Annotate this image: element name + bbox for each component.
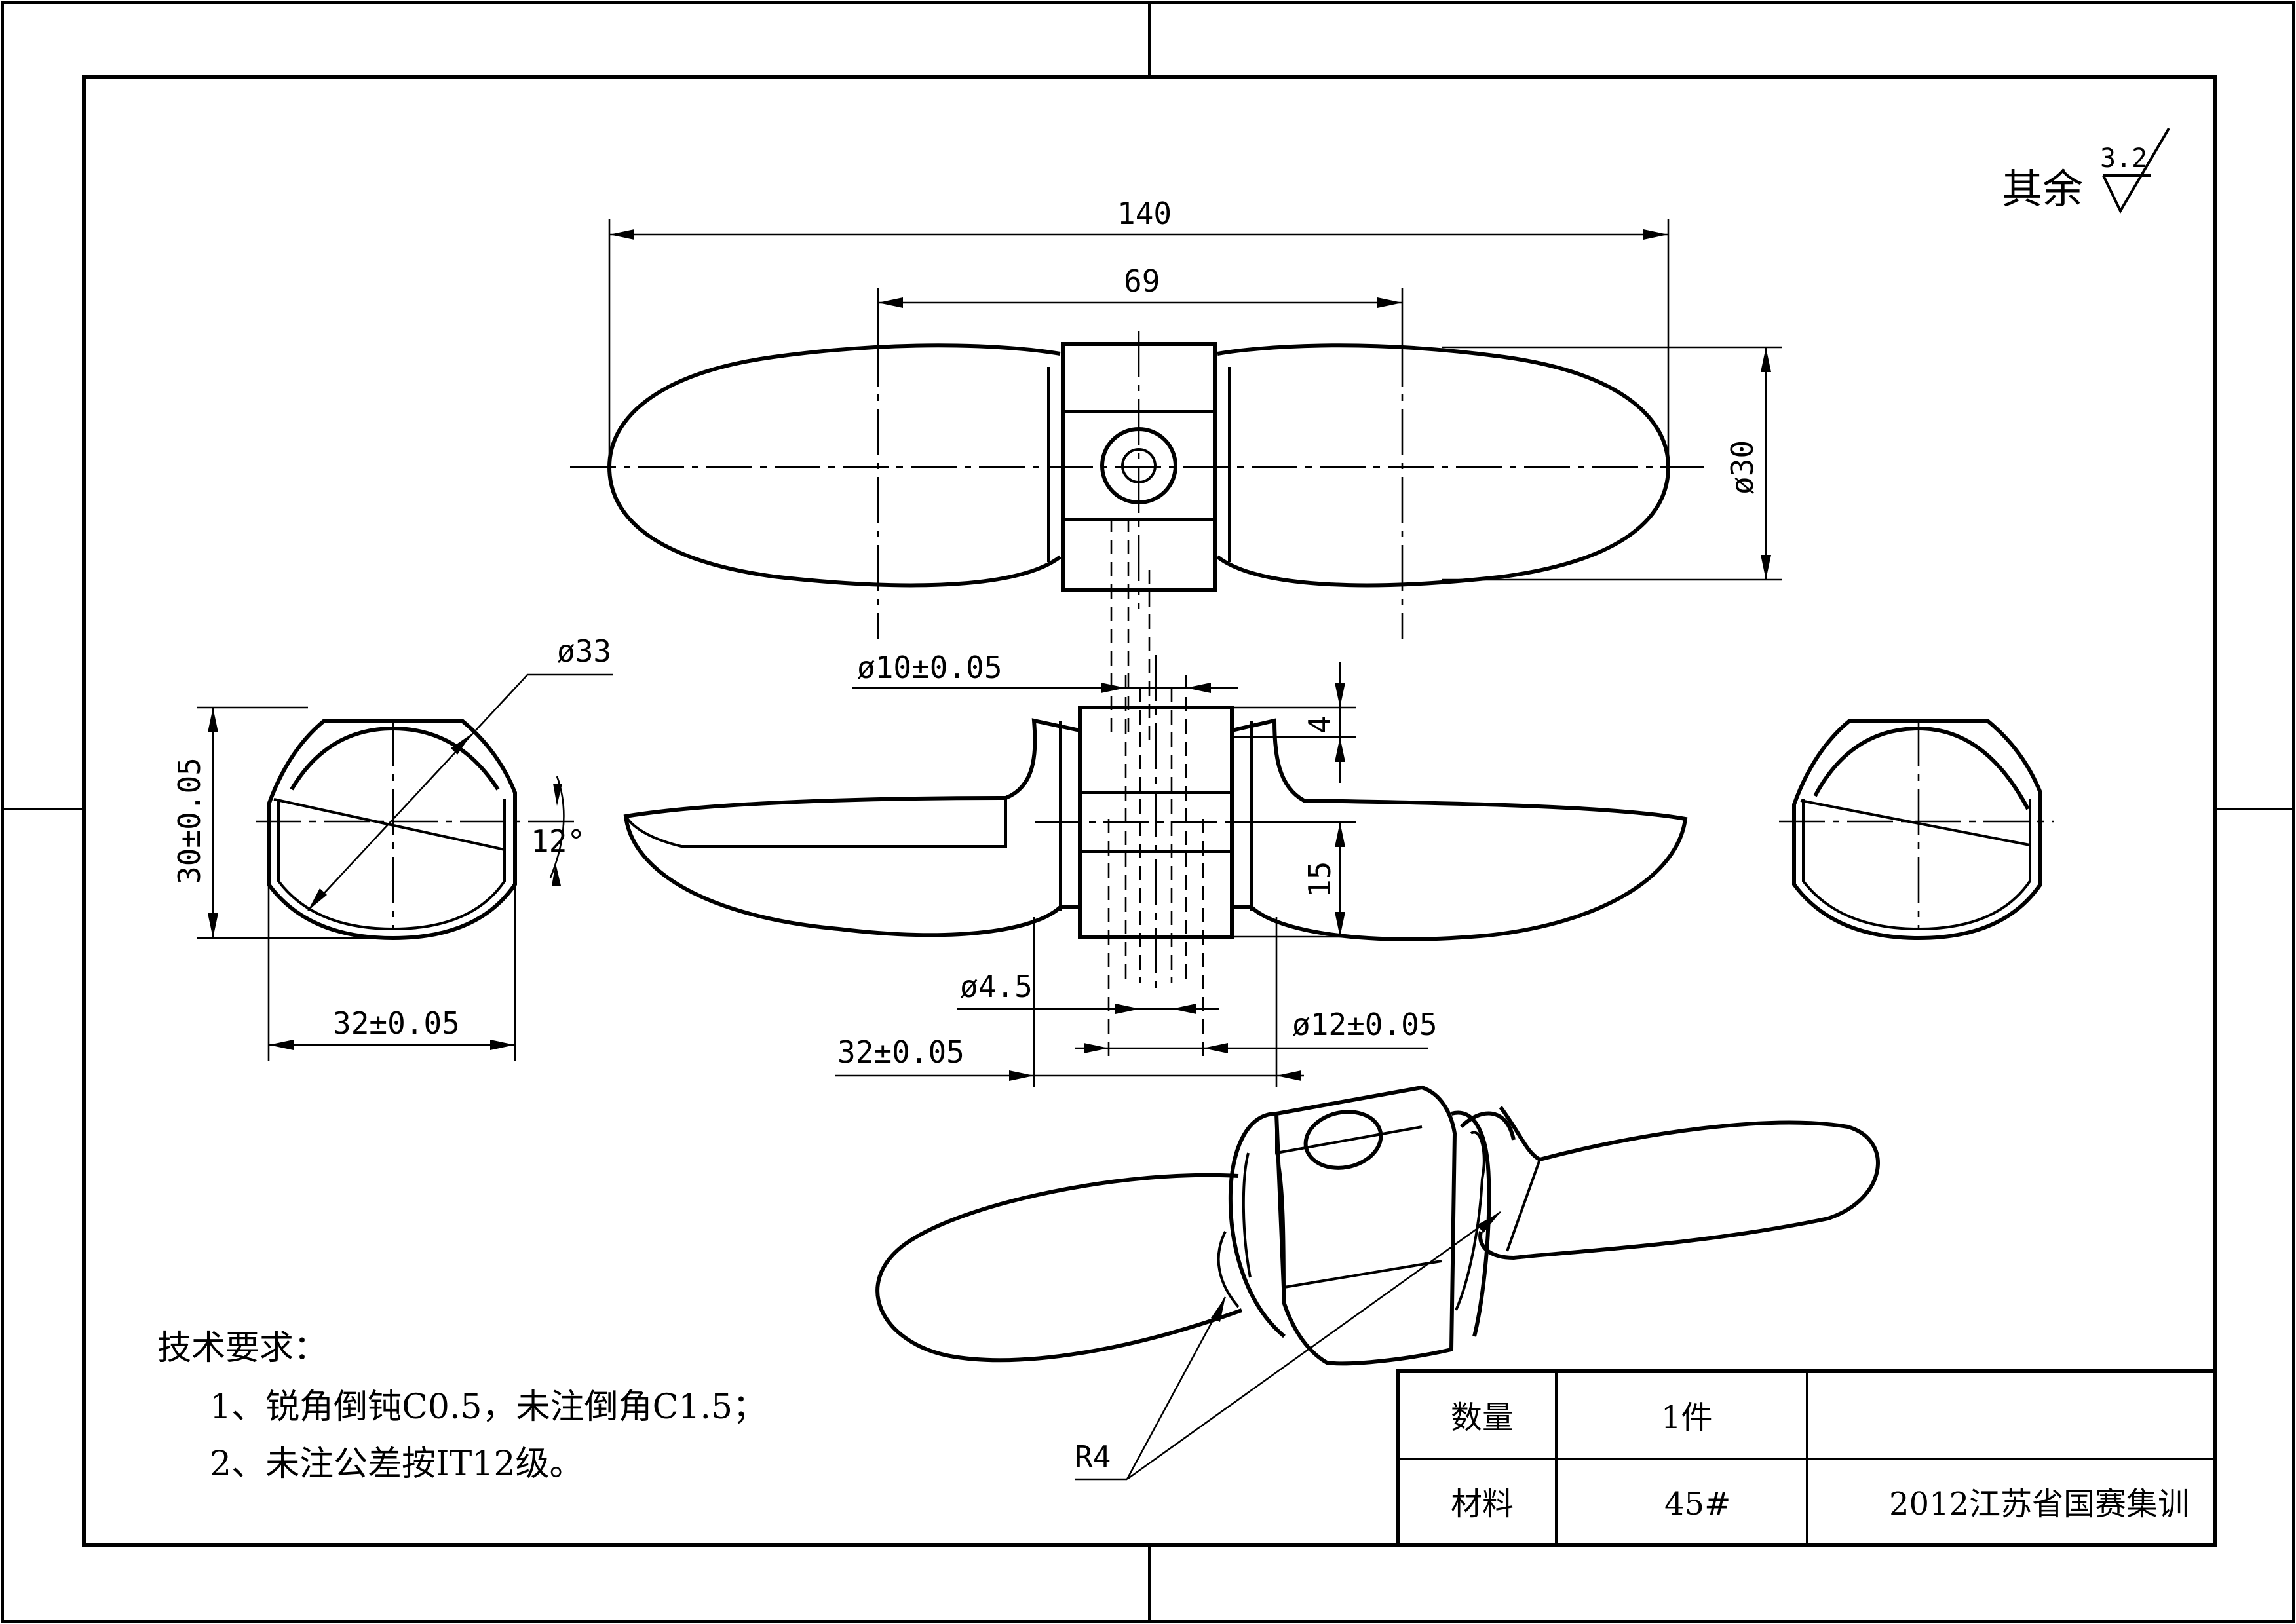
roughness-label: 其余 (2002, 165, 2083, 213)
dim-radius: R4 (1075, 1439, 1111, 1475)
material-label: 材料 (1451, 1486, 1514, 1522)
technical-notes: 技术要求： 1、锐角倒钝C0.5，未注倒角C1.5； 2、未注公差按IT12级。 (157, 1329, 767, 1484)
dim-pin: ø4.5 (960, 969, 1033, 1004)
top-view (570, 331, 1704, 740)
note-item-2: 2、未注公差按IT12级。 (210, 1445, 583, 1484)
dim-hub-height: 15 (1302, 861, 1337, 897)
qty-label: 数量 (1451, 1399, 1514, 1436)
top-dimensions: 140 69 ø30 (608, 196, 1782, 581)
dim-dia-30: ø30 (1725, 440, 1760, 495)
dim-angle: 12° (531, 823, 585, 859)
dim-side-width: 32±0.05 (333, 1006, 460, 1041)
dim-slot-depth: 4 (1302, 715, 1337, 734)
dim-69: 69 (1124, 263, 1160, 299)
dim-140: 140 (1117, 196, 1172, 231)
dim-dia-33: ø33 (557, 633, 611, 669)
front-dimensions: ø10±0.05 4 15 ø4.5 ø12±0.05 32±0.05 (835, 650, 1438, 1087)
dim-side-height: 30±0.05 (172, 757, 207, 884)
roughness-symbol: 其余 3.2 (2002, 127, 2170, 214)
roughness-value: 3.2 (2100, 143, 2147, 174)
left-dimensions: 30±0.05 32±0.05 ø33 12° (172, 633, 613, 1061)
project-name: 2012江苏省国赛集训 (1889, 1486, 2189, 1522)
dim-bore: ø10±0.05 (857, 650, 1003, 685)
notes-title: 技术要求： (157, 1329, 328, 1368)
left-end-view (256, 719, 577, 941)
material-value: 45# (1664, 1486, 1731, 1522)
right-end-view (1779, 719, 2054, 941)
front-view (623, 655, 1688, 1061)
note-item-1: 1、锐角倒钝C0.5，未注倒角C1.5； (210, 1388, 767, 1427)
dim-counterbore: ø12±0.05 (1292, 1007, 1438, 1042)
dim-hub-width: 32±0.05 (837, 1034, 965, 1070)
qty-value: 1件 (1661, 1399, 1713, 1436)
title-block: 数量 1件 材料 45# 2012江苏省国赛集训 (1396, 1369, 2217, 1547)
isometric-view: R4 (875, 1085, 1880, 1481)
